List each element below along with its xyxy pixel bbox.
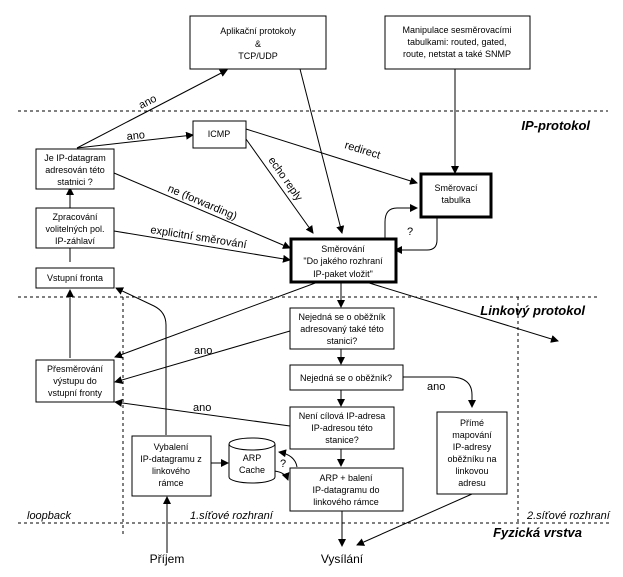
svg-text:Cache: Cache	[239, 465, 265, 475]
io-label-receive: Příjem	[150, 552, 185, 566]
edge-echo-reply	[245, 138, 314, 234]
edge-label-ano-broadcast-here: ano	[194, 345, 212, 357]
edge-label-ano-broadcast: ano	[427, 381, 445, 393]
svg-text:&: &	[255, 39, 261, 49]
svg-text:Směrování: Směrování	[321, 244, 365, 254]
edge-routing-second-interface	[365, 281, 559, 343]
svg-text:oběžníku na: oběžníku na	[447, 454, 496, 464]
svg-text:Je IP-datagram: Je IP-datagram	[44, 153, 106, 163]
edge-ano-app	[76, 69, 228, 149]
edge-label-ano-dest: ano	[193, 402, 211, 414]
box-routing: Směrování "Do jakého rozhraní IP-paket v…	[289, 237, 398, 284]
box-is-broadcast: Nejedná se o oběžník?	[289, 364, 404, 391]
box-dest-ip: Není cílová IP-adresa IP-adresou této st…	[289, 406, 395, 450]
arp-cache-cylinder: ARP Cache	[228, 437, 276, 484]
edge-table-to-routing	[394, 216, 438, 254]
svg-text:"Do jakého rozhraní: "Do jakého rozhraní	[303, 256, 383, 266]
edge-is-broadcast-ano	[403, 376, 476, 408]
svg-text:Směrovací: Směrovací	[434, 183, 478, 193]
edge-label-redirect: redirect	[343, 139, 382, 161]
svg-text:adresu: adresu	[458, 478, 486, 488]
edge-label-ano-app: ano	[137, 93, 159, 112]
edge-unpack-queue	[115, 287, 167, 435]
interface-label-second: 2.síťové rozhraní	[526, 510, 611, 522]
layer-label-physical: Fyzická vrstva	[493, 525, 582, 540]
svg-text:volitelných pol.: volitelných pol.	[45, 224, 104, 234]
svg-text:Vstupní fronta: Vstupní fronta	[47, 273, 103, 283]
layer-label-link: Linkový protokol	[480, 303, 585, 318]
edge-arp-to-cache	[278, 449, 298, 468]
svg-text:rámce: rámce	[158, 478, 183, 488]
box-direct-mapping: Přímé mapování IP-adresy oběžníku na lin…	[436, 411, 508, 495]
edge-routing-redirect	[114, 281, 319, 359]
svg-text:IP-adresou této: IP-adresou této	[311, 423, 373, 433]
edge-label-forwarding: ne (forwarding)	[166, 183, 239, 223]
svg-text:výstupu do: výstupu do	[53, 376, 97, 386]
svg-text:IP-datagramu do: IP-datagramu do	[312, 485, 379, 495]
layer-label-ip: IP-protokol	[521, 118, 590, 133]
box-app-protocols: Aplikační protokoly & TCP/UDP	[189, 15, 327, 70]
box-options: Zpracování volitelných pol. IP-záhlaví	[35, 207, 115, 249]
svg-text:Nejedná se o oběžník?: Nejedná se o oběžník?	[300, 373, 392, 383]
box-unpack: Vybalení IP-datagramu z linkového rámce	[131, 435, 212, 497]
io-label-send: Vysílání	[321, 552, 364, 566]
svg-text:Manipulace sesměrovacími: Manipulace sesměrovacími	[402, 25, 511, 35]
edge-label-echo-reply: echo reply	[266, 155, 305, 204]
box-manipulation: Manipulace sesměrovacími tabulkami: rout…	[384, 15, 531, 70]
edge-redirect	[245, 128, 418, 185]
svg-text:ICMP: ICMP	[208, 129, 231, 139]
box-addressed-here: Je IP-datagram adresován této statnici ?	[35, 148, 115, 190]
edge-explicit-routing	[113, 230, 291, 263]
svg-text:tabulkami: routed, gated,: tabulkami: routed, gated,	[407, 37, 506, 47]
svg-text:Není cílová IP-adresa: Není cílová IP-adresa	[299, 411, 386, 421]
svg-text:stanici?: stanici?	[327, 336, 358, 346]
edge-dest-ano	[114, 398, 291, 427]
edge-app-routing	[299, 68, 345, 234]
edge-label-question-arp: ?	[280, 458, 286, 470]
svg-text:Přesměrování: Přesměrování	[47, 364, 104, 374]
svg-text:mapování: mapování	[452, 430, 492, 440]
svg-text:Aplikační protokoly: Aplikační protokoly	[220, 26, 296, 36]
edge-forwarding	[113, 172, 291, 249]
svg-text:IP-záhlaví: IP-záhlaví	[55, 236, 96, 246]
box-icmp: ICMP	[192, 120, 247, 149]
edge-mapping-send	[356, 493, 473, 546]
svg-text:IP-adresy: IP-adresy	[453, 442, 492, 452]
svg-text:Přímé: Přímé	[460, 418, 484, 428]
box-redirect-output: Přesměrování výstupu do vstupní fronty	[35, 359, 115, 403]
svg-text:vstupní fronty: vstupní fronty	[48, 388, 103, 398]
interface-label-loopback: loopback	[27, 510, 72, 522]
svg-text:tabulka: tabulka	[441, 195, 470, 205]
edge-routing-to-table	[384, 204, 418, 238]
svg-text:adresovaný také této: adresovaný také této	[300, 324, 384, 334]
svg-text:IP-datagramu z: IP-datagramu z	[140, 454, 202, 464]
svg-text:stanice?: stanice?	[325, 435, 359, 445]
svg-text:adresován této: adresován této	[45, 165, 105, 175]
svg-text:Vybalení: Vybalení	[154, 442, 189, 452]
svg-text:linkového rámce: linkového rámce	[313, 497, 379, 507]
edge-label-ano-icmp: ano	[126, 129, 146, 143]
svg-text:IP-paket vložit": IP-paket vložit"	[313, 269, 373, 279]
edge-ano-icmp	[76, 131, 194, 149]
edge-cache-to-arp	[273, 470, 290, 481]
box-broadcast-here: Nejedná se o oběžník adresovaný také tét…	[289, 307, 395, 350]
svg-text:Zpracování: Zpracování	[52, 212, 98, 222]
svg-text:ARP: ARP	[243, 453, 262, 463]
box-arp-pack: ARP + balení IP-datagramu do linkového r…	[289, 467, 404, 512]
svg-text:linkového: linkového	[152, 466, 190, 476]
svg-text:Nejedná se o oběžník: Nejedná se o oběžník	[298, 312, 386, 322]
edge-label-explicit-routing: explicitní směrování	[150, 224, 248, 251]
edge-label-question-table: ?	[407, 226, 413, 238]
svg-text:ARP + balení: ARP + balení	[319, 473, 373, 483]
svg-text:TCP/UDP: TCP/UDP	[238, 51, 278, 61]
edge-broadcast-here-ano	[114, 330, 291, 384]
svg-text:route, netstat a také SNMP: route, netstat a také SNMP	[403, 49, 511, 59]
box-input-queue: Vstupní fronta	[35, 267, 115, 289]
interface-label-first: 1.síťové rozhraní	[190, 510, 274, 522]
svg-text:statnici ?: statnici ?	[57, 177, 93, 187]
box-routing-table: Směrovací tabulka	[419, 172, 493, 219]
svg-text:linkovou: linkovou	[455, 466, 488, 476]
